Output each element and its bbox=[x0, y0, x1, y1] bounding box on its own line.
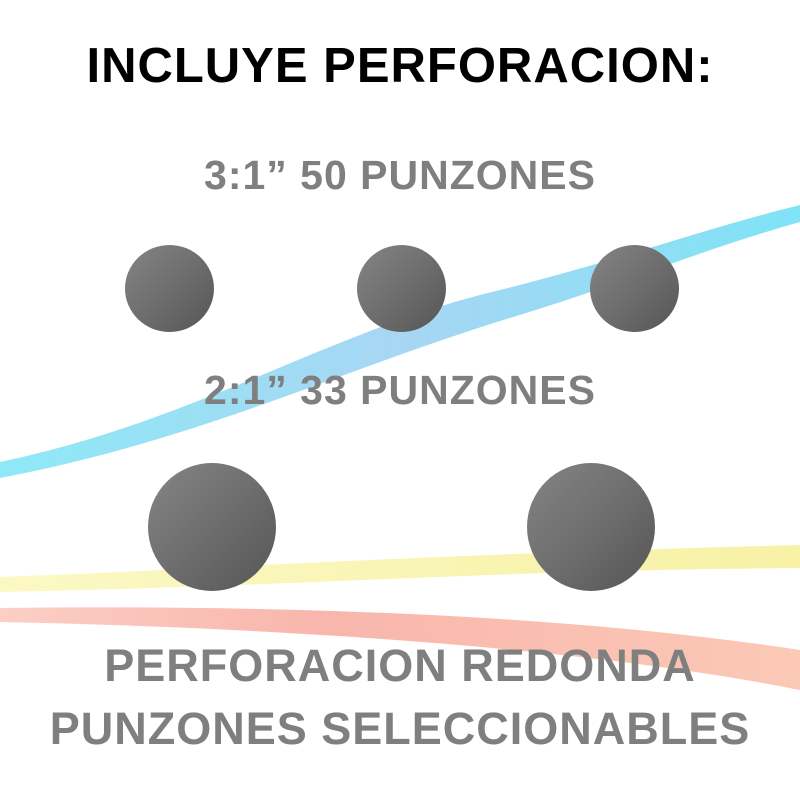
page-title: INCLUYE PERFORACION: bbox=[86, 39, 714, 93]
hole-3-1-a bbox=[125, 245, 214, 332]
footer-line-2: PUNZONES SELECCIONABLES bbox=[49, 703, 751, 754]
hole-3-1-c bbox=[590, 245, 679, 332]
footer-line-1: PERFORACION REDONDA bbox=[104, 640, 696, 691]
hole-2-1-b bbox=[527, 463, 655, 591]
option-3-1-label: 3:1” 50 PUNZONES bbox=[204, 152, 596, 198]
yellow-ribbon bbox=[0, 545, 800, 592]
red-ribbon bbox=[0, 607, 800, 690]
hole-2-1-a bbox=[148, 463, 276, 591]
option-2-1-label: 2:1” 33 PUNZONES bbox=[204, 367, 596, 413]
hole-3-1-b bbox=[357, 245, 446, 332]
